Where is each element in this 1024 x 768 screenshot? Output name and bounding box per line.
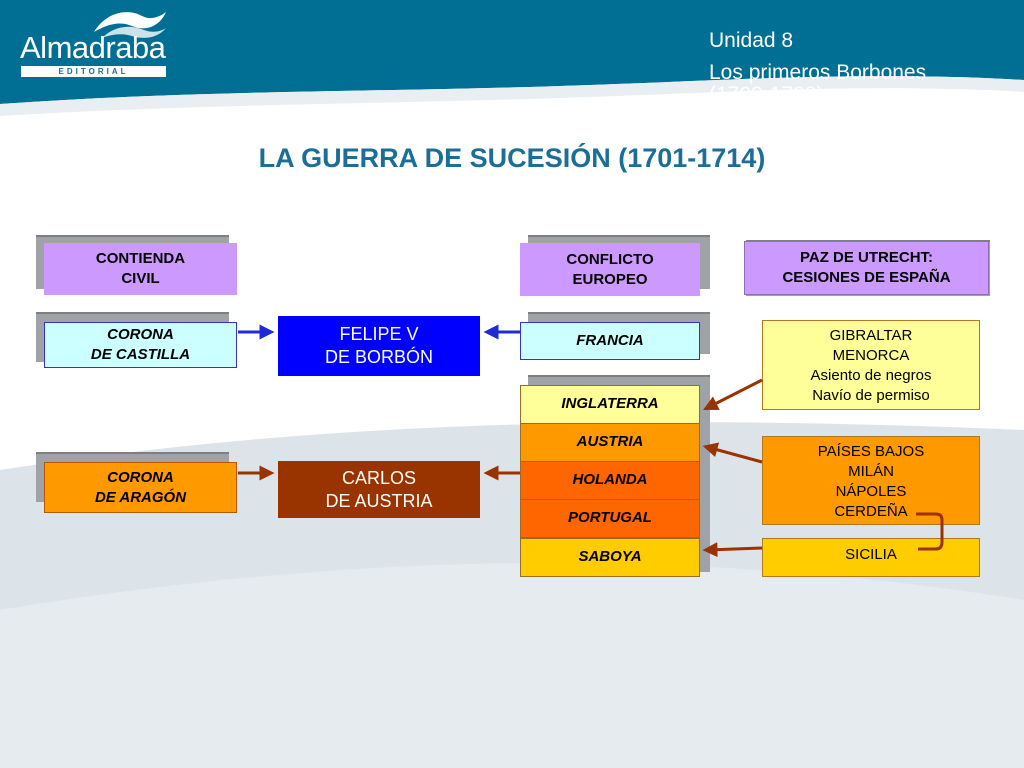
ally-austria: AUSTRIA xyxy=(520,423,700,462)
ally-inglaterra: INGLATERRA xyxy=(520,385,700,424)
logo-bar xyxy=(21,66,166,77)
page-title: LA GUERRA DE SUCESIÓN (1701-1714) xyxy=(258,143,766,173)
ally-holanda: HOLANDA xyxy=(520,461,700,500)
crown-aragon: CORONA DE ARAGÓN xyxy=(44,462,237,513)
cession-inglaterra: GIBRALTAR MENORCA Asiento de negros Naví… xyxy=(762,320,980,410)
cession-saboya: SICILIA xyxy=(762,538,980,577)
ally-saboya: SABOYA xyxy=(520,538,700,577)
header-band-shade xyxy=(0,76,1024,116)
unit-title: Los primeros Borbones (1700-1788) xyxy=(709,61,927,106)
heading-europe: CONFLICTO EUROPEO xyxy=(520,243,700,296)
unit-number: Unidad 8 xyxy=(709,29,794,52)
ally-portugal: PORTUGAL xyxy=(520,499,700,538)
header-band xyxy=(0,0,1024,104)
crown-castilla: CORONA DE CASTILLA xyxy=(44,322,237,368)
logo-wordmark: Almadraba xyxy=(20,30,166,65)
logo-subtitle: EDITORIAL xyxy=(58,67,129,76)
candidate-carlos: CARLOS DE AUSTRIA xyxy=(278,461,480,518)
candidate-felipe: FELIPE V DE BORBÓN xyxy=(278,316,480,376)
heading-civil: CONTIENDA CIVIL xyxy=(44,243,237,295)
ally-francia: FRANCIA xyxy=(520,322,700,360)
heading-utrecht: PAZ DE UTRECHT: CESIONES DE ESPAÑA xyxy=(744,241,989,295)
cession-austria: PAÍSES BAJOS MILÁN NÁPOLES CERDEÑA xyxy=(762,436,980,525)
wave-logo-icon xyxy=(94,12,166,38)
bottom-wave-light xyxy=(0,562,1024,768)
